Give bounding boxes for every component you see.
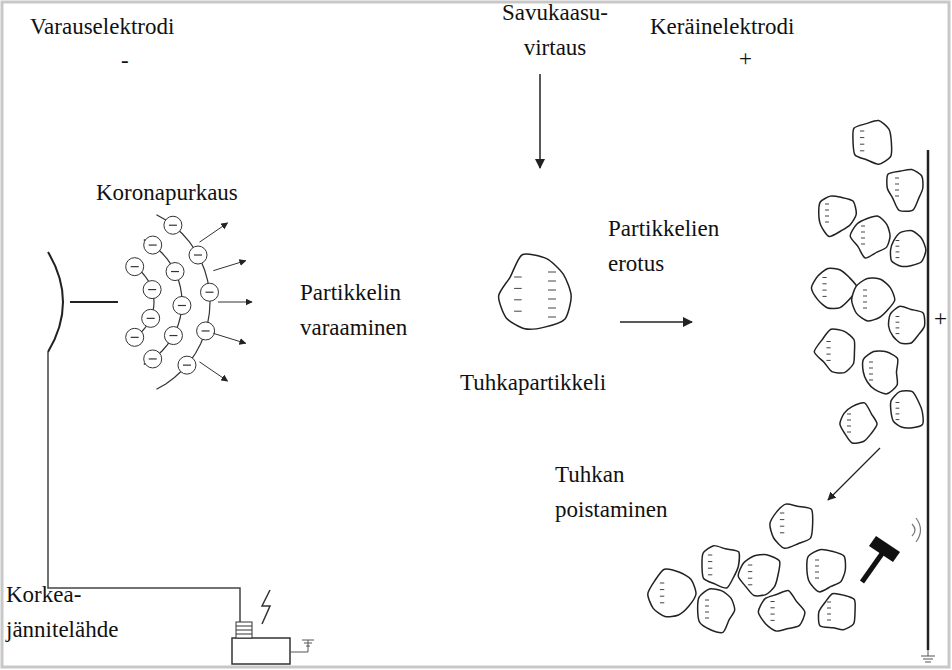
high-voltage-source	[232, 590, 314, 664]
label-text: Korkea- jännitelähde	[6, 578, 181, 647]
ground-symbol	[921, 650, 935, 662]
collector-electrode	[927, 150, 930, 650]
separation-arrow	[620, 321, 692, 323]
electrode-stem	[70, 301, 118, 303]
label-text: +	[739, 42, 752, 77]
flue-gas-arrow	[539, 74, 541, 168]
label-text: Savukaasu- virtaus	[490, 0, 620, 65]
charging-electrode	[48, 252, 63, 352]
label-text: Partikkelien erotus	[608, 212, 758, 281]
falling-arrow	[828, 448, 880, 500]
label-text: Tuhkan poistaminen	[555, 458, 725, 527]
label-text: Keräinelektrodi	[650, 10, 794, 45]
label-text: +	[934, 302, 947, 337]
label-text: Varauselektrodi	[30, 10, 174, 45]
label-text: -	[121, 44, 129, 79]
label-text: Koronapurkaus	[96, 176, 238, 211]
label-text: Partikkelin varaaminen	[300, 276, 450, 345]
corona-discharge	[126, 215, 252, 390]
label-text: Tuhkapartikkeli	[460, 366, 606, 401]
rapping-hammer	[862, 518, 921, 582]
